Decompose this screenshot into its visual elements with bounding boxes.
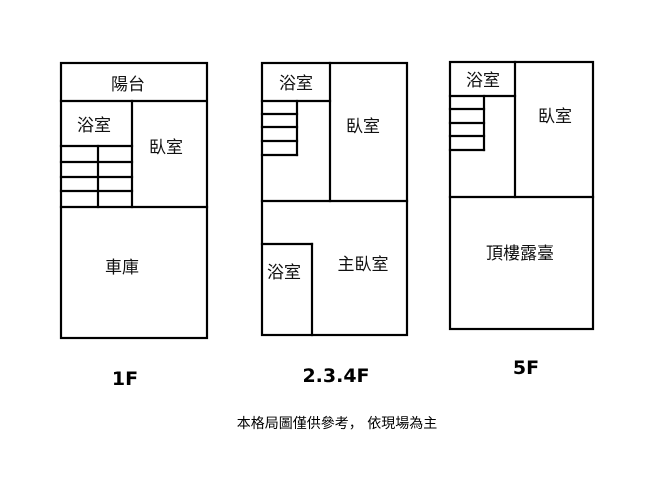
floor-label-5f: 5F: [513, 357, 539, 379]
room-bathroom-lower: 浴室: [267, 263, 301, 283]
stairs: [59, 144, 134, 209]
outer-wall: [59, 61, 209, 340]
disclaimer-caption: 本格局圖僅供參考， 依現場為主: [237, 416, 437, 432]
room-roof-terrace: 頂樓露臺: [486, 244, 554, 264]
room-bedroom: 臥室: [346, 117, 380, 137]
room-bedroom: 臥室: [538, 107, 572, 127]
plan-1f: 陽台 浴室 臥室 車庫 1F: [59, 61, 209, 390]
room-garage: 車庫: [105, 258, 139, 278]
stairs: [260, 99, 299, 157]
room-bathroom-upper: 浴室: [279, 74, 313, 94]
stairs: [448, 94, 486, 152]
outer-wall: [448, 60, 595, 331]
room-bedroom: 臥室: [149, 138, 183, 158]
room-balcony: 陽台: [111, 75, 145, 95]
floor-label-2-3-4f: 2.3.4F: [302, 365, 369, 387]
room-bathroom: 浴室: [466, 71, 500, 91]
room-bathroom: 浴室: [77, 116, 111, 136]
outer-wall: [260, 61, 409, 337]
plan-2-3-4f: 浴室 臥室 浴室 主臥室 2.3.4F: [260, 61, 409, 387]
floor-label-1f: 1F: [112, 368, 138, 390]
plan-5f: 浴室 臥室 頂樓露臺 5F: [448, 60, 595, 379]
room-master-bedroom: 主臥室: [338, 255, 389, 275]
